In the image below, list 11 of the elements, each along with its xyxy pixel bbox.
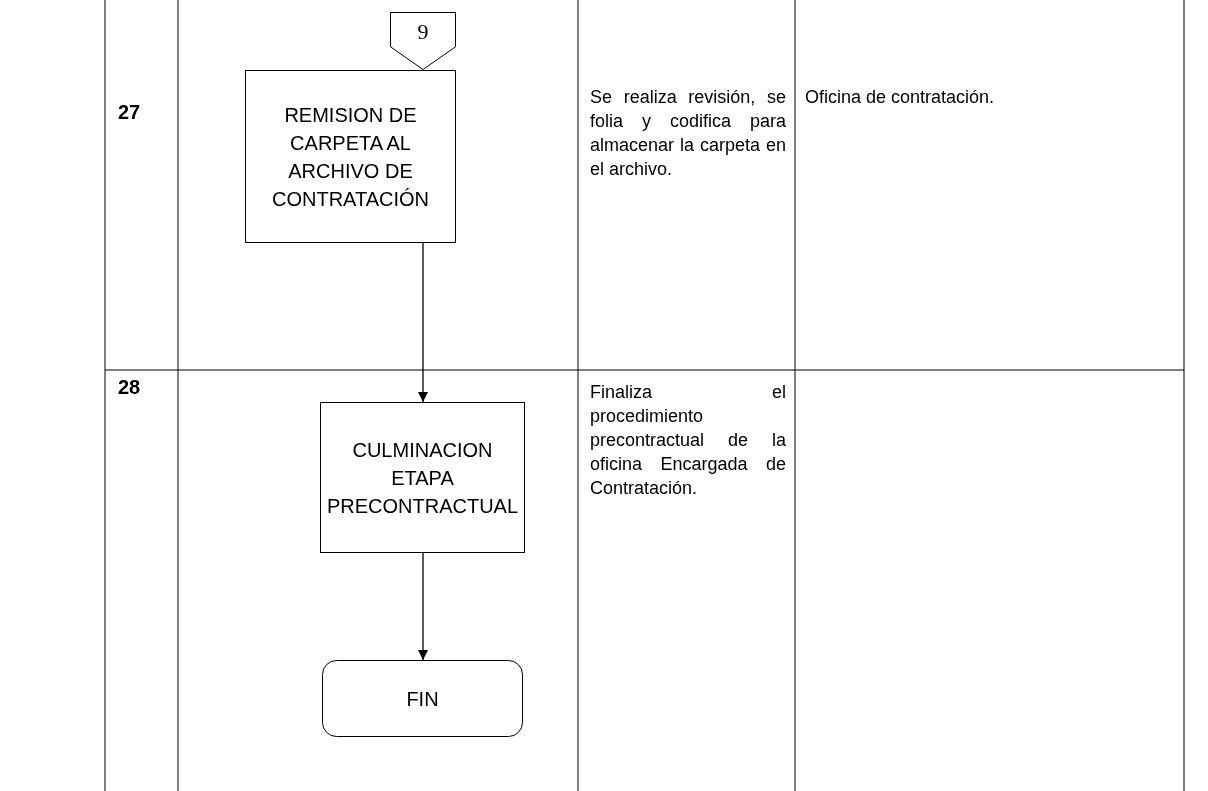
- step-number: 28: [118, 375, 142, 399]
- process-box: CULMINACION ETAPA PRECONTRACTUAL: [320, 402, 525, 553]
- step-number: 27: [118, 100, 142, 124]
- terminator: FIN: [322, 660, 523, 737]
- description-text: Se realiza revisión, se folia y codifica para almacenar la carpeta en el archivo.: [590, 86, 786, 181]
- arrow: [418, 242, 428, 403]
- process-box: REMISION DE CARPETA AL ARCHIVO DE CONTRATACIÓN: [245, 70, 456, 243]
- arrow: [418, 552, 428, 661]
- description-text: Finaliza el procedimiento precontractual de la oficina Encargada de Contratación.: [590, 381, 786, 500]
- responsible-text: Oficina de contratación.: [805, 86, 996, 109]
- off-page-connector: 9: [390, 12, 456, 70]
